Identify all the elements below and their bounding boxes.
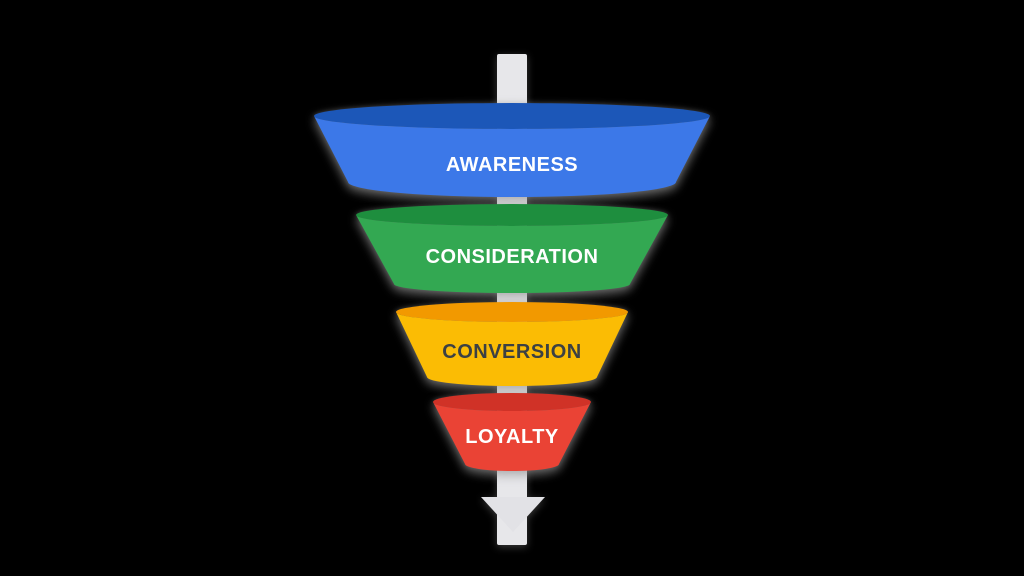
stage-rim-consideration [356,204,668,226]
funnel-stage-consideration: CONSIDERATION [356,204,668,293]
stage-body-awareness [314,116,710,197]
stage-rim-conversion [396,302,628,322]
stage-label-conversion: CONVERSION [442,341,581,363]
stage-body-conversion [396,312,628,386]
stage-label-awareness: AWARENESS [446,154,578,176]
stage-label-loyalty: LOYALTY [465,426,559,448]
arrow-head-icon [481,497,545,532]
funnel-stage-awareness: AWARENESS [314,103,710,197]
stage-body-loyalty [433,402,591,471]
stage-label-consideration: CONSIDERATION [426,246,599,268]
stage-rim-awareness [314,103,710,129]
stage-rim-loyalty [433,393,591,411]
funnel-stage-conversion: CONVERSION [396,302,628,386]
stage-body-consideration [356,215,668,293]
funnel-stage-loyalty: LOYALTY [433,393,591,471]
